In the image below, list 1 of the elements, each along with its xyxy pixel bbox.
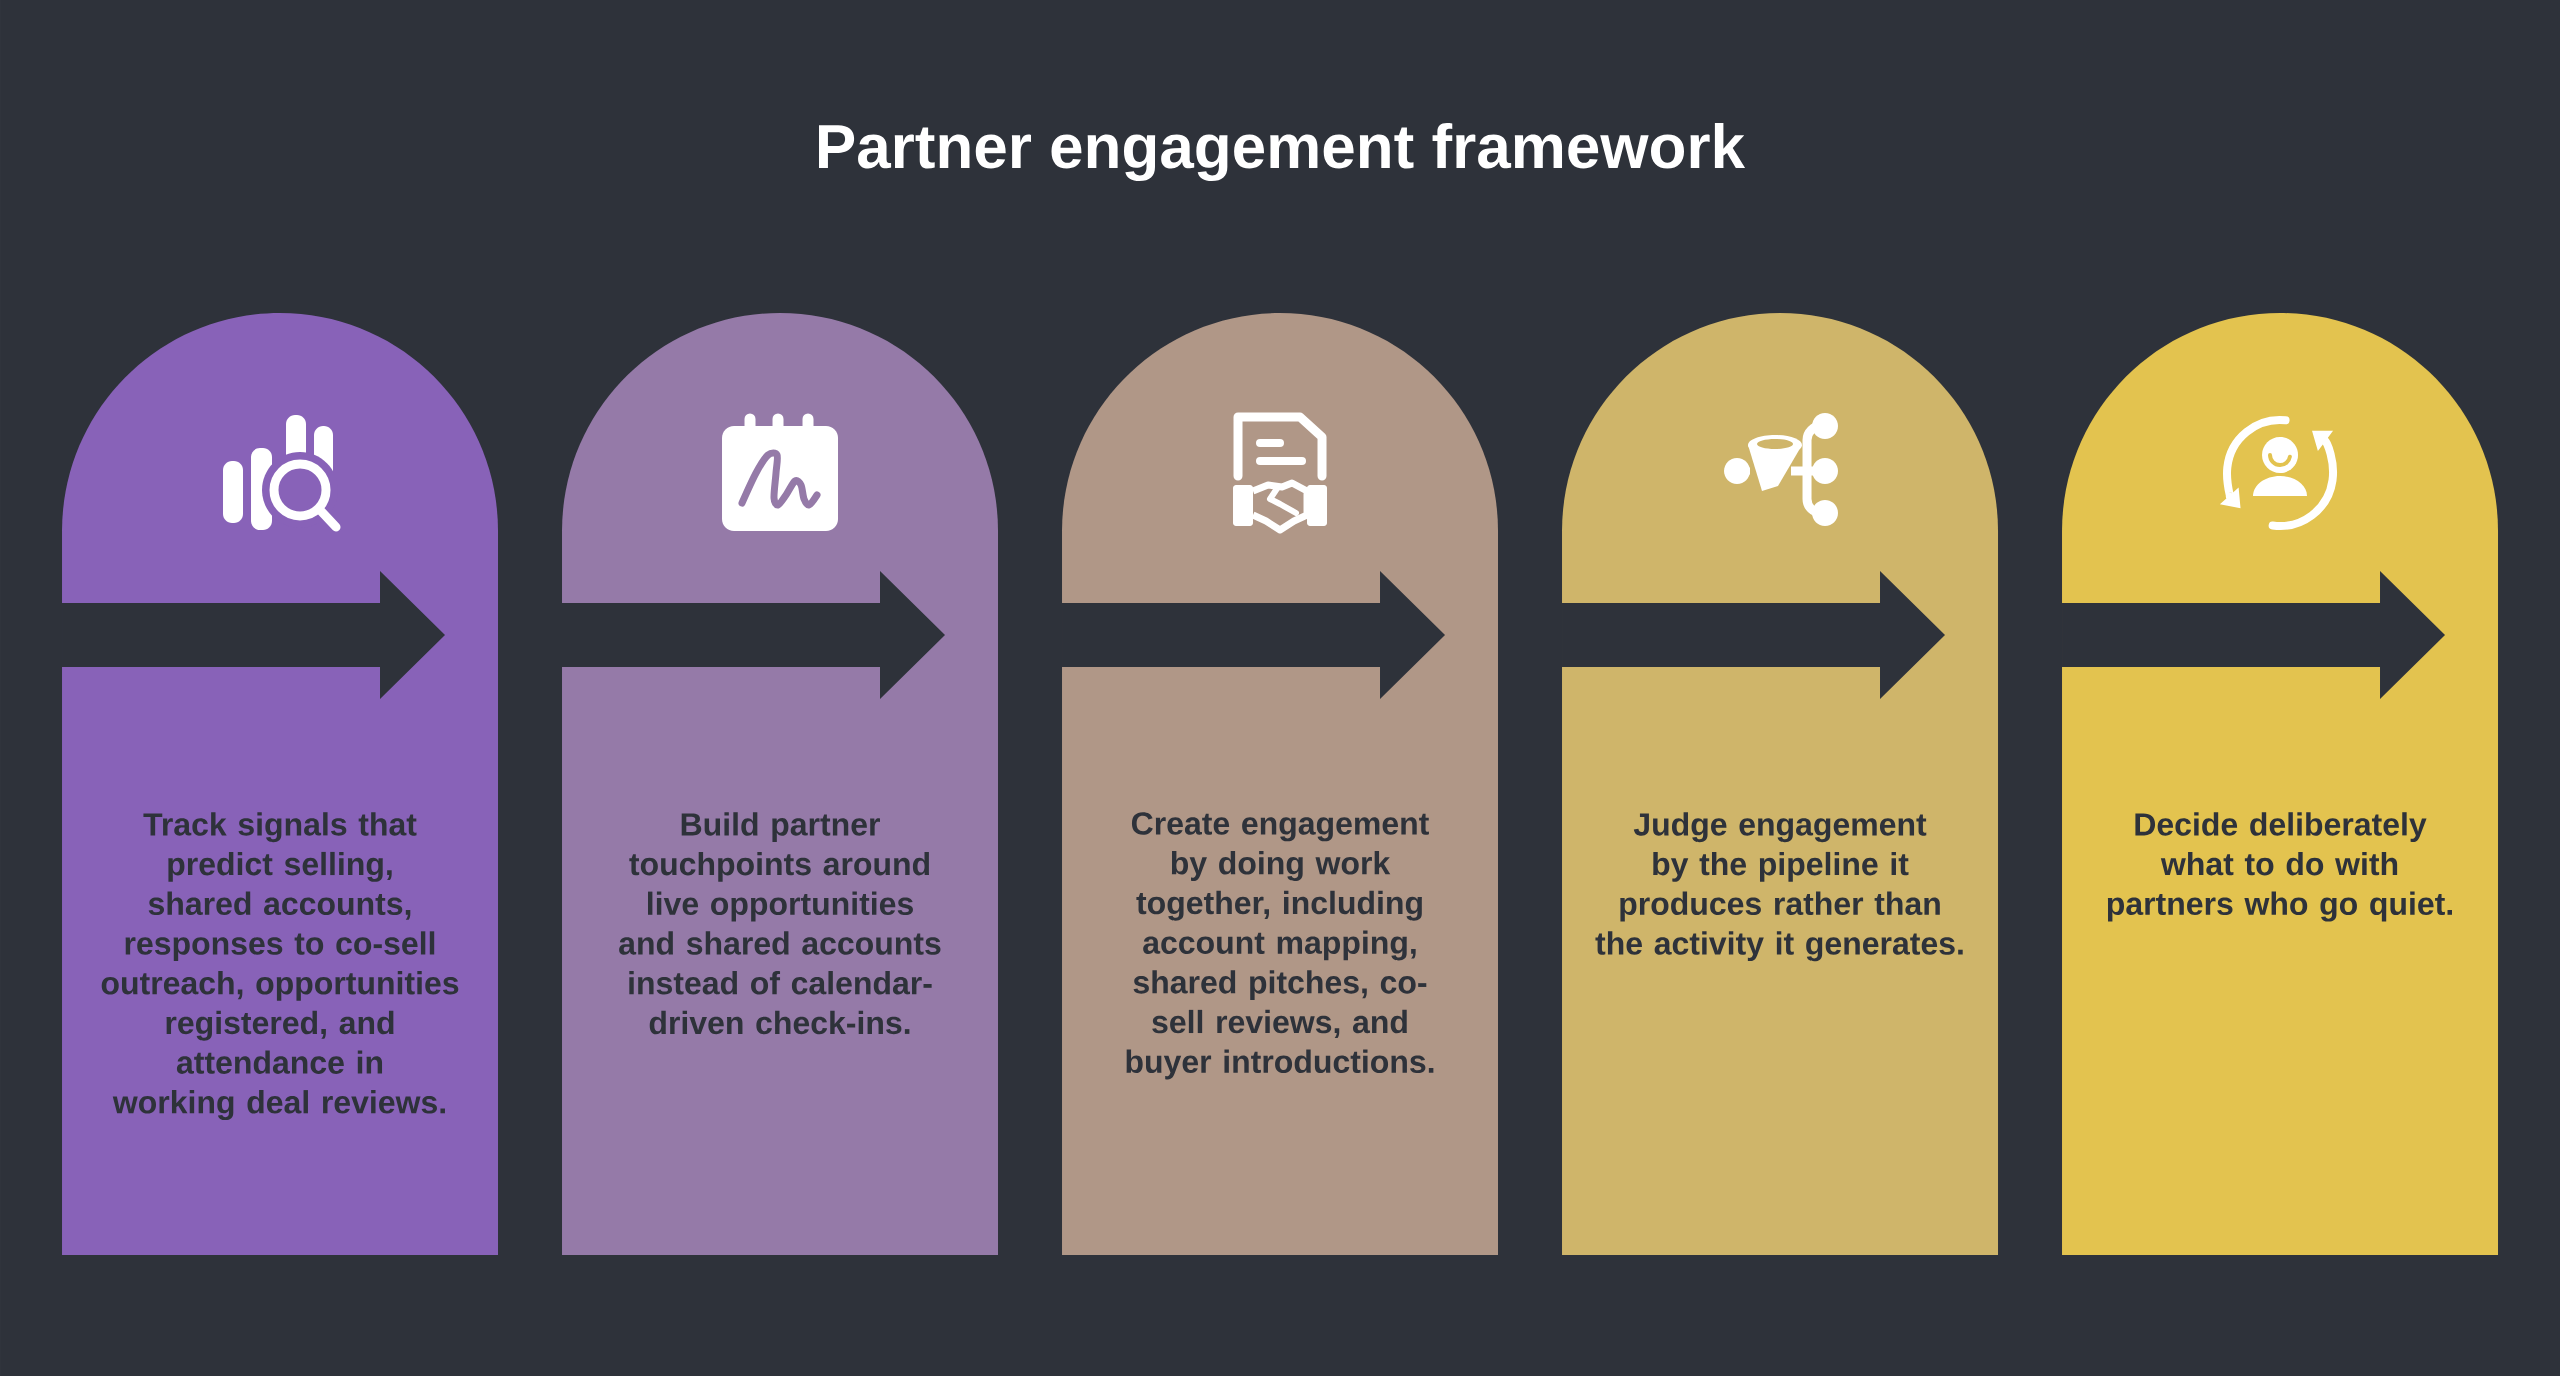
title: Partner engagement framework [819,123,1746,182]
